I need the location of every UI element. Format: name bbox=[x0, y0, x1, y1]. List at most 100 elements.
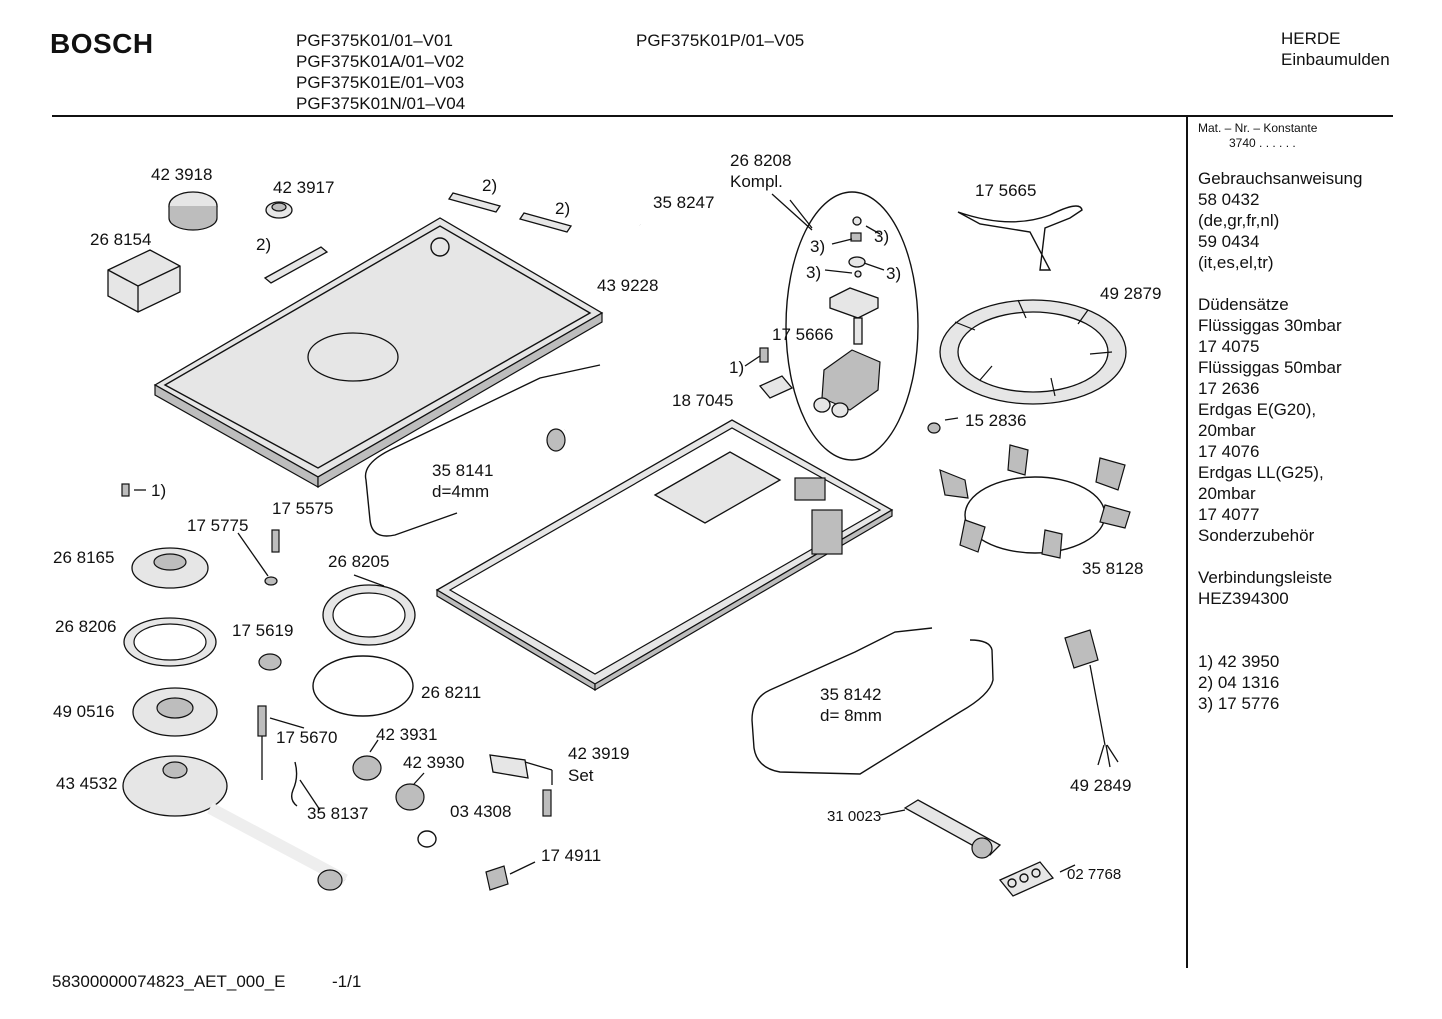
sidebar-spacer bbox=[1198, 630, 1362, 651]
part-label-310023: 31 0023 bbox=[827, 808, 882, 825]
document-id: 58300000074823_AET_000_E bbox=[52, 972, 286, 991]
sidebar-line: 59 0434 bbox=[1198, 232, 1260, 251]
part-label-175775: 17 5775 bbox=[187, 516, 249, 535]
part-label-358137: 35 8137 bbox=[307, 804, 369, 823]
brand-logo: BOSCH bbox=[50, 28, 154, 59]
thermocouple bbox=[257, 705, 305, 780]
mat-nr-label: Mat. – Nr. – Konstante bbox=[1198, 121, 1318, 135]
sidebar-line: Düdensätze bbox=[1198, 295, 1289, 314]
sidebar-line: Verbindungsleiste bbox=[1198, 568, 1333, 587]
footnote-3: 3) bbox=[874, 227, 890, 246]
hob-top-plate bbox=[153, 217, 604, 489]
part-label-175665: 17 5665 bbox=[975, 181, 1037, 200]
part-label-439228: 43 9228 bbox=[597, 276, 659, 295]
part-label-423930: 42 3930 bbox=[403, 753, 465, 772]
sidebar-line: 1) 42 3950 bbox=[1198, 652, 1280, 671]
power-cord bbox=[1064, 629, 1119, 768]
sidebar-line: 17 4077 bbox=[1198, 505, 1260, 524]
footnote-3: 3) bbox=[806, 263, 822, 282]
thermocouple-cap bbox=[258, 653, 282, 671]
connector-block bbox=[107, 249, 181, 313]
part-label-268205: 26 8205 bbox=[328, 552, 390, 571]
sidebar-line: 17 4076 bbox=[1198, 442, 1260, 461]
part-label-175670: 17 5670 bbox=[276, 728, 338, 747]
igniter bbox=[485, 861, 536, 891]
part-label-268154: 26 8154 bbox=[90, 230, 152, 249]
knob-cap bbox=[265, 201, 293, 219]
part-label-423919-sub: Set bbox=[568, 766, 594, 785]
part-label-034308: 03 4308 bbox=[450, 802, 512, 821]
seal-4mm bbox=[364, 364, 601, 537]
sidebar-spacer bbox=[1198, 609, 1362, 630]
burner-ring-lower bbox=[123, 617, 217, 667]
part-label-492849: 49 2849 bbox=[1070, 776, 1132, 795]
small-screw bbox=[759, 347, 769, 363]
part-label-490516: 49 0516 bbox=[53, 702, 115, 721]
part-label-358142-sub: d= 8mm bbox=[820, 706, 882, 725]
burner-clip bbox=[957, 205, 1083, 271]
part-label-434532: 43 4532 bbox=[56, 774, 118, 793]
o-ring bbox=[417, 830, 437, 848]
gas-valve-assembly bbox=[771, 191, 919, 461]
sidebar-line: 20mbar bbox=[1198, 421, 1256, 440]
model-number: PGF375K01E/01–V03 bbox=[296, 73, 465, 92]
sidebar-line: Flüssiggas 30mbar bbox=[1198, 316, 1342, 335]
model-number: PGF375K01N/01–V04 bbox=[296, 94, 466, 113]
footnote-3: 3) bbox=[810, 237, 826, 256]
part-label-175575: 17 5575 bbox=[272, 499, 334, 518]
nozzle-wrench bbox=[903, 799, 1002, 859]
ignition-wire bbox=[290, 761, 321, 811]
cast-pan-support bbox=[939, 444, 1131, 559]
sidebar-line: 17 2636 bbox=[1198, 379, 1260, 398]
part-label-174911: 17 4911 bbox=[541, 846, 602, 865]
nozzle-plate bbox=[998, 861, 1055, 897]
burner-ring-top bbox=[322, 574, 416, 646]
burner-cap-large bbox=[131, 547, 209, 589]
small-nut bbox=[927, 422, 941, 434]
sidebar-line: 58 0432 bbox=[1198, 190, 1260, 209]
pan-support-ring bbox=[939, 299, 1127, 405]
pipe-elbow-lower bbox=[395, 772, 425, 811]
footnote-2: 2) bbox=[555, 199, 571, 218]
part-label-268206: 26 8206 bbox=[55, 617, 117, 636]
footnote-1: 1) bbox=[729, 358, 745, 377]
part-label-187045: 18 7045 bbox=[672, 391, 734, 410]
footnote-2: 2) bbox=[256, 235, 272, 254]
part-label-423917: 42 3917 bbox=[273, 178, 335, 197]
bracket-set bbox=[489, 754, 553, 817]
part-label-268208: 26 8208 bbox=[730, 151, 792, 170]
model-number: PGF375K01A/01–V02 bbox=[296, 52, 465, 71]
part-label-358247: 35 8247 bbox=[653, 193, 715, 212]
part-label-175619: 17 5619 bbox=[232, 621, 294, 640]
model-list-primary: PGF375K01/01–V01 PGF375K01A/01–V02 PGF37… bbox=[296, 30, 465, 114]
screw-left bbox=[121, 483, 130, 497]
seal-8mm bbox=[751, 627, 994, 775]
category-title: HERDE bbox=[1281, 29, 1341, 48]
part-label-175666: 17 5666 bbox=[772, 325, 834, 344]
sidebar-line: 20mbar bbox=[1198, 484, 1256, 503]
footnote-3: 3) bbox=[886, 264, 902, 283]
part-label-268211: 26 8211 bbox=[421, 683, 482, 702]
sidebar-line: 17 4075 bbox=[1198, 337, 1260, 356]
footnote-1: 1) bbox=[151, 481, 167, 500]
sealing-ring bbox=[312, 655, 414, 717]
category-subtitle: Einbaumulden bbox=[1281, 50, 1390, 69]
part-label-423919: 42 3919 bbox=[568, 744, 630, 763]
sidebar-spacer bbox=[1198, 546, 1362, 567]
sidebar-line: Sonderzubehör bbox=[1198, 526, 1315, 545]
model-number: PGF375K01P/01–V05 bbox=[636, 31, 805, 50]
part-label-358141-sub: d=4mm bbox=[432, 482, 490, 501]
sidebar-line: HEZ394300 bbox=[1198, 589, 1289, 608]
footnote-2: 2) bbox=[482, 176, 498, 195]
part-label-152836: 15 2836 bbox=[965, 411, 1027, 430]
spacer-washer bbox=[237, 532, 278, 586]
sidebar-line: Erdgas E(G20), bbox=[1198, 400, 1317, 419]
control-knob bbox=[168, 191, 218, 231]
sidebar-line: 3) 17 5776 bbox=[1198, 694, 1280, 713]
part-label-027768: 02 7768 bbox=[1067, 866, 1122, 883]
flame-distributor bbox=[132, 687, 218, 737]
sidebar-line: (it,es,el,tr) bbox=[1198, 253, 1274, 272]
leader-lines bbox=[134, 199, 1076, 873]
mat-nr-value: 3740 . . . . . . bbox=[1229, 136, 1296, 150]
